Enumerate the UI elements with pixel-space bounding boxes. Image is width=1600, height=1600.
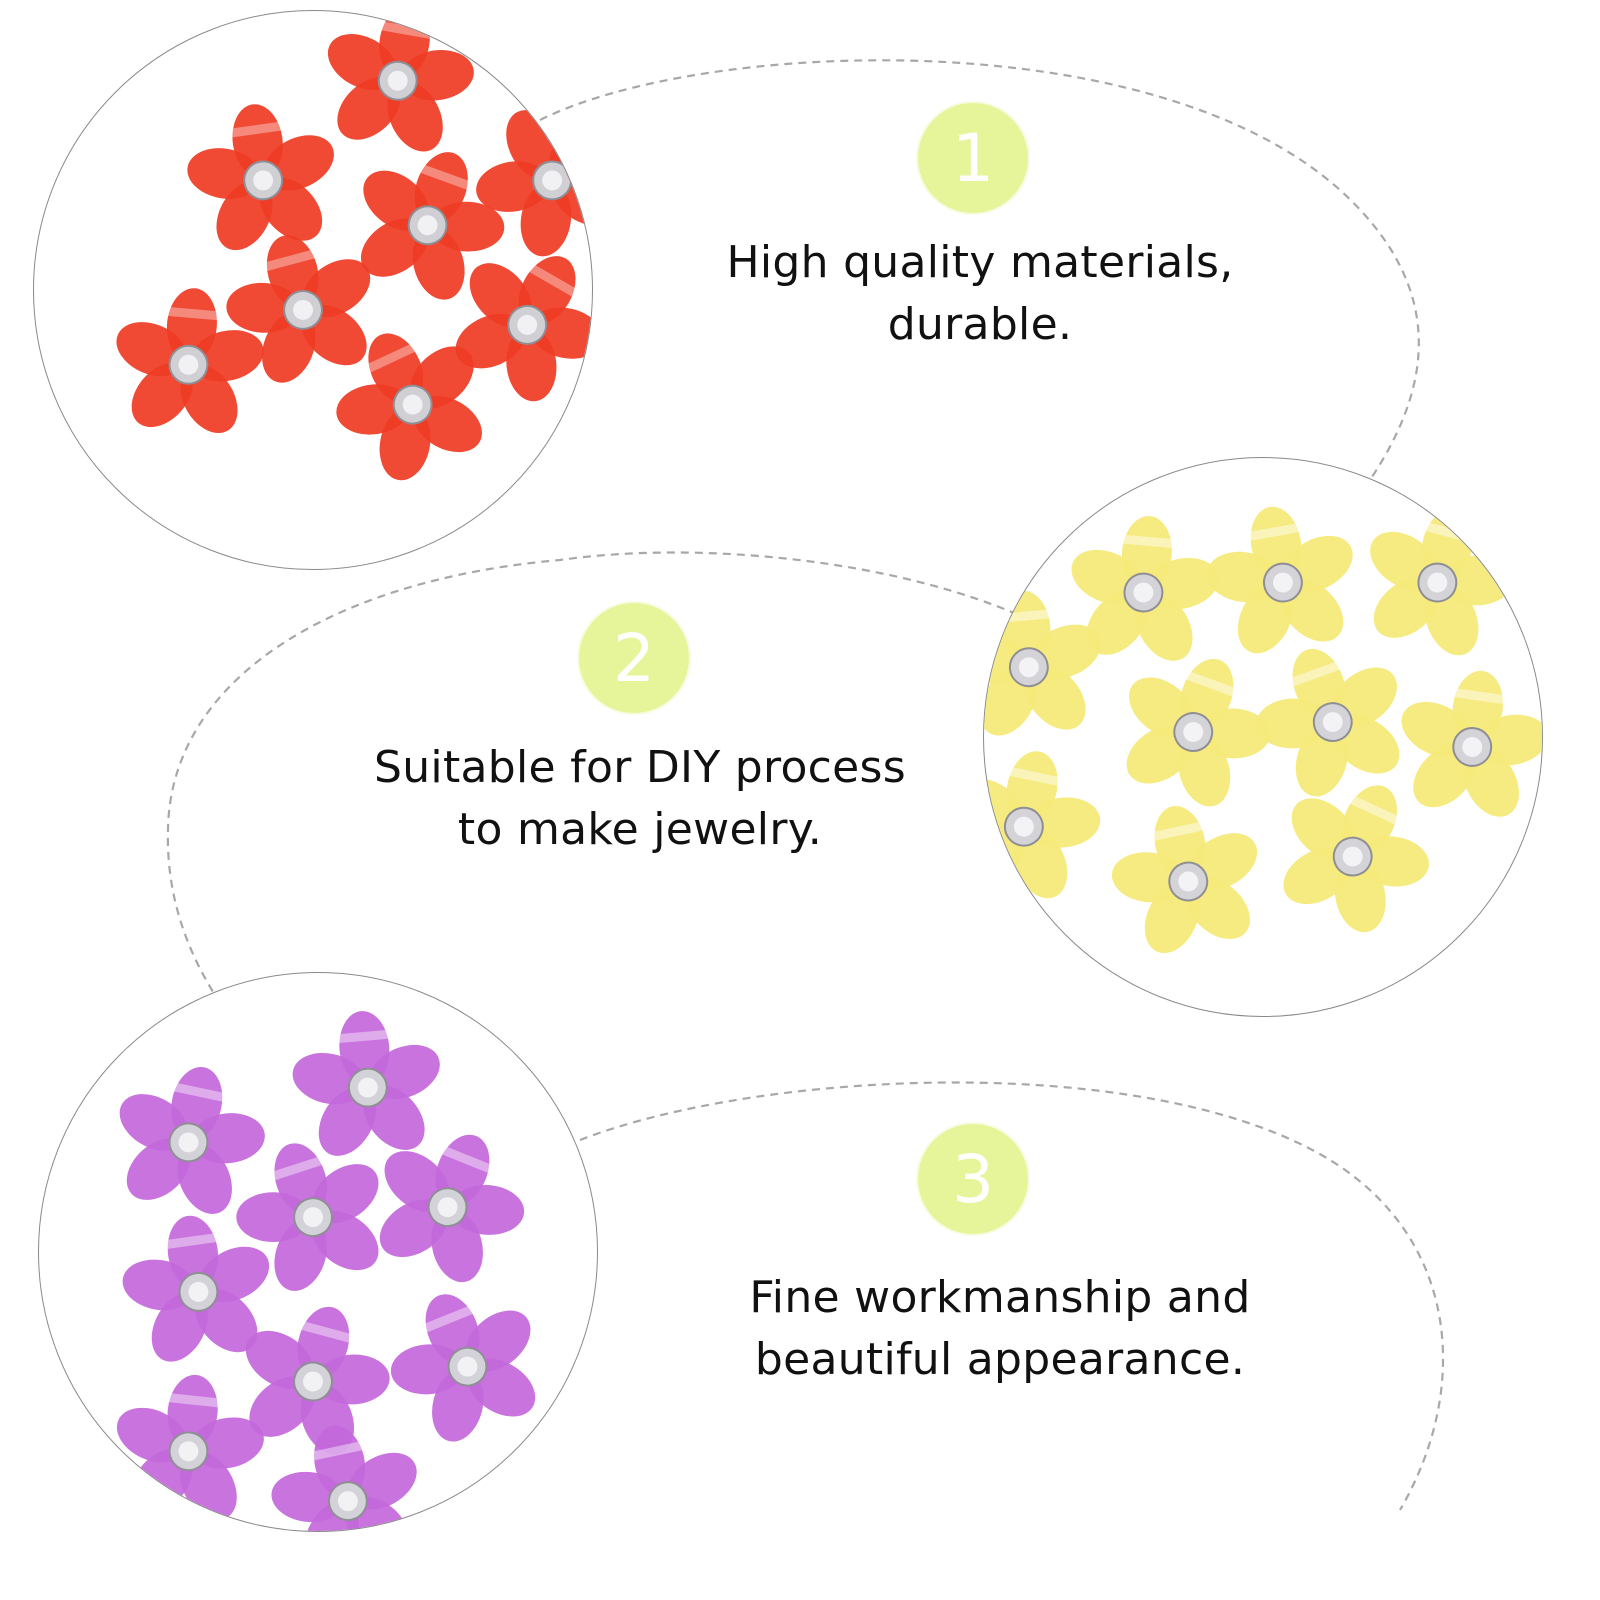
purple-flower-beads-image bbox=[92, 1003, 572, 1531]
feature-2-caption: Suitable for DIY process to make jewelry… bbox=[340, 737, 940, 861]
feature-3-line-2: beautiful appearance. bbox=[754, 1334, 1246, 1385]
feature-1-photo bbox=[33, 10, 593, 570]
yellow-flower-beads-image bbox=[984, 486, 1542, 975]
feature-2-number-badge: 2 bbox=[579, 603, 689, 713]
feature-3-line-1: Fine workmanship and bbox=[749, 1272, 1251, 1323]
feature-3-photo bbox=[38, 972, 598, 1532]
feature-2-line-2: to make jewelry. bbox=[457, 804, 823, 855]
red-flower-beads-image bbox=[100, 11, 592, 510]
feature-1-line-1: High quality materials, bbox=[726, 237, 1234, 288]
feature-3-number: 3 bbox=[952, 1140, 994, 1218]
feature-1-number: 1 bbox=[952, 119, 994, 197]
feature-1-line-2: durable. bbox=[887, 299, 1073, 350]
feature-1-number-badge: 1 bbox=[918, 103, 1028, 213]
feature-3-caption: Fine workmanship and beautiful appearanc… bbox=[710, 1267, 1290, 1391]
feature-3-number-badge: 3 bbox=[918, 1124, 1028, 1234]
feature-2-number: 2 bbox=[613, 619, 655, 697]
feature-1-caption: High quality materials, durable. bbox=[700, 232, 1260, 356]
feature-2-photo bbox=[983, 457, 1543, 1017]
feature-2-line-1: Suitable for DIY process bbox=[374, 742, 906, 793]
